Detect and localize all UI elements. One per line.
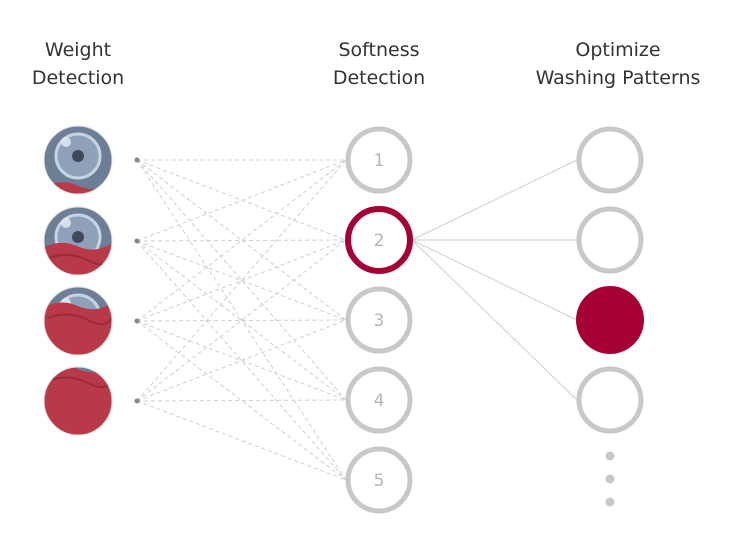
- edge-weight-3-softness-4: [136, 320, 347, 401]
- edge-weight-1-softness-3: [136, 159, 347, 321]
- optimize-title-line2: Washing Patterns: [535, 67, 701, 89]
- edge-weight-4-softness-4: [136, 399, 347, 402]
- softness-node-ring: [345, 286, 413, 354]
- drum-image-1: [43, 125, 140, 195]
- softness-node-label: 5: [374, 471, 385, 491]
- edge-weight-2-softness-1: [136, 159, 347, 242]
- pattern-node-selected: [576, 286, 644, 354]
- laundry-load: [44, 302, 112, 355]
- washing-pattern-nodes: [576, 126, 644, 434]
- edge-weight-2-softness-5: [136, 240, 347, 481]
- softness-to-pattern-edges: [411, 159, 578, 401]
- weight-output-dot: [134, 157, 140, 163]
- drum-glint: [61, 137, 71, 147]
- softness-node-2: 2: [345, 206, 413, 274]
- softness-node-3: 3: [345, 286, 413, 354]
- drum-image-4: [43, 366, 140, 436]
- drum-outline: [43, 125, 113, 195]
- drum-hub: [72, 150, 84, 162]
- softness-node-ring: [345, 366, 413, 434]
- softness-node-ring: [345, 446, 413, 514]
- drum-outline: [43, 366, 113, 436]
- weight-title-line2: Detection: [31, 67, 125, 89]
- laundry-load: [44, 242, 112, 275]
- edge-weight-3-softness-1: [136, 159, 347, 322]
- pattern-node-ring: [576, 206, 644, 274]
- softness-title-line2: Detection: [332, 67, 426, 89]
- pattern-node-ring: [576, 126, 644, 194]
- softness-detection-title: Softness Detection: [333, 36, 425, 92]
- softness-node-4: 4: [345, 366, 413, 434]
- softness-title-line1: Softness: [338, 39, 420, 61]
- pattern-node-2: [576, 206, 644, 274]
- softness-detection-nodes: 1 2 3 4 5: [345, 126, 413, 514]
- softness-node-ring: [345, 206, 413, 274]
- laundry-load: [44, 367, 112, 435]
- pattern-node-4: [576, 366, 644, 434]
- edge-weight-2-softness-2: [136, 239, 347, 242]
- edge-weight-4-softness-2: [136, 239, 347, 402]
- edge-softness-2-pattern-4: [411, 239, 578, 401]
- weight-title-line1: Weight: [44, 39, 112, 61]
- weight-output-dot: [134, 398, 140, 404]
- optimize-title-line1: Optimize: [575, 39, 661, 61]
- pattern-node-ring: [576, 366, 644, 434]
- softness-node-label: 2: [374, 231, 385, 251]
- weight-output-dot: [134, 318, 140, 324]
- weight-detection-nodes: [43, 125, 140, 436]
- drum-outline: [43, 286, 113, 356]
- edge-softness-2-pattern-3: [411, 239, 578, 321]
- edge-weight-1-softness-2: [136, 159, 347, 241]
- ellipsis-dot-3: [605, 497, 615, 507]
- edge-weight-4-softness-3: [136, 319, 347, 402]
- edge-weight-3-softness-5: [136, 320, 347, 481]
- softness-node-5: 5: [345, 446, 413, 514]
- laundry-fold: [47, 313, 112, 326]
- weight-output-dot: [134, 238, 140, 244]
- edge-weight-4-softness-5: [136, 400, 347, 481]
- softness-node-label: 3: [374, 311, 385, 331]
- pattern-node-3: [576, 286, 644, 354]
- softness-node-label: 1: [374, 151, 385, 171]
- optimize-patterns-title: Optimize Washing Patterns: [536, 36, 701, 92]
- edge-weight-3-softness-2: [136, 239, 347, 322]
- softness-node-label: 4: [374, 391, 385, 411]
- drum-image-3: [43, 286, 140, 356]
- edge-weight-1-softness-5: [136, 159, 347, 481]
- weight-to-softness-edges: [136, 159, 347, 481]
- drum-image-2: [43, 206, 140, 276]
- softness-node-ring: [345, 126, 413, 194]
- drum-outline: [43, 206, 113, 276]
- ellipsis-dot-1: [605, 451, 615, 461]
- softness-node-1: 1: [345, 126, 413, 194]
- edge-softness-2-pattern-1: [411, 159, 578, 241]
- more-patterns-ellipsis: [605, 451, 615, 507]
- pattern-node-1: [576, 126, 644, 194]
- drum-hub: [72, 231, 84, 243]
- edge-weight-2-softness-4: [136, 240, 347, 401]
- ellipsis-dot-2: [605, 474, 615, 484]
- drum-glint: [61, 218, 71, 228]
- edge-weight-2-softness-3: [136, 240, 347, 321]
- weight-detection-title: Weight Detection: [32, 36, 124, 92]
